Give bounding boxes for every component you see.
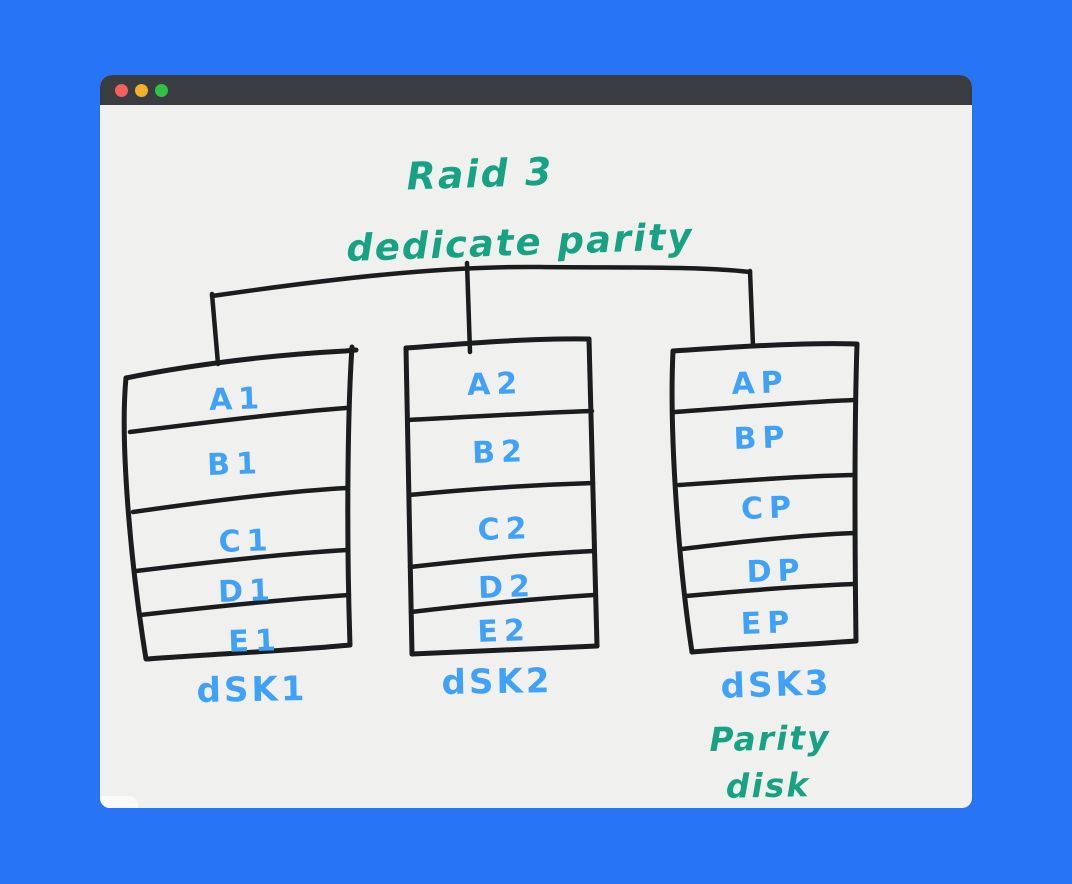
connector-drop-disk3 bbox=[747, 268, 756, 349]
window-corner-highlight bbox=[100, 796, 138, 808]
disk3-block-bp: BP bbox=[733, 420, 791, 457]
disk3-block-ap: AP bbox=[731, 365, 789, 402]
disk3-right-edge bbox=[852, 341, 860, 644]
disk1-row-divider bbox=[133, 547, 351, 574]
disk2-row-divider bbox=[407, 548, 597, 570]
disk1-top-edge bbox=[123, 347, 359, 381]
connector-horizontal-line bbox=[209, 264, 753, 299]
disk1-row-divider bbox=[137, 592, 352, 618]
disk3-block-cp: CP bbox=[740, 490, 797, 527]
disk3-left-edge bbox=[669, 348, 695, 655]
connector-drop-disk1 bbox=[209, 291, 221, 367]
disk2-block-d: D2 bbox=[478, 569, 537, 606]
disk3-sublabel-parity: Parity bbox=[709, 718, 831, 759]
disk1-block-e: E1 bbox=[228, 623, 283, 660]
connector-drop-disk2 bbox=[464, 260, 473, 355]
disk1-block-c: C1 bbox=[218, 523, 274, 560]
app-window: Raid 3 dedicate parity bbox=[100, 75, 972, 808]
disk2-block-b: B2 bbox=[472, 434, 529, 471]
disk3-top-edge bbox=[670, 341, 860, 354]
disk1-stack: A1 B1 C1 D1 E1 dSK1 bbox=[121, 344, 359, 711]
disk2-right-edge bbox=[586, 336, 600, 649]
disk3-sublabel-disk: disk bbox=[725, 765, 810, 805]
disk2-block-c: C2 bbox=[477, 511, 533, 548]
raid3-diagram: Raid 3 dedicate parity bbox=[121, 149, 860, 806]
disk2-top-edge bbox=[403, 336, 592, 351]
disk1-block-b: B1 bbox=[207, 446, 264, 483]
disk3-row-divider bbox=[683, 581, 858, 599]
disk2-block-a: A2 bbox=[466, 366, 523, 403]
disk2-left-edge bbox=[403, 345, 415, 657]
disk3-bottom-edge bbox=[689, 638, 859, 655]
disk1-bottom-edge bbox=[145, 642, 353, 662]
disk1-row-divider bbox=[127, 405, 349, 435]
disk2-label: dSK2 bbox=[441, 661, 553, 703]
disk1-left-edge bbox=[121, 375, 149, 662]
connector-lines bbox=[209, 260, 756, 367]
disk2-stack: A2 B2 C2 D2 E2 dSK2 bbox=[403, 336, 600, 703]
zoom-button[interactable] bbox=[155, 83, 168, 97]
disk2-block-e: E2 bbox=[477, 613, 532, 650]
minimize-button[interactable] bbox=[135, 83, 148, 97]
disk3-block-dp: DP bbox=[746, 553, 806, 590]
disk3-row-divider bbox=[679, 530, 858, 552]
disk3-row-divider bbox=[676, 472, 858, 488]
traffic-lights bbox=[115, 83, 168, 97]
disk2-row-divider bbox=[405, 408, 595, 423]
disk1-block-d: D1 bbox=[218, 573, 277, 610]
disk3-stack: AP BP CP DP EP dSK3 Parity disk bbox=[669, 341, 860, 806]
disk3-row-divider bbox=[672, 397, 858, 415]
window-titlebar[interactable] bbox=[100, 75, 972, 105]
close-button[interactable] bbox=[115, 83, 128, 97]
disk1-row-divider bbox=[130, 485, 350, 515]
disk3-block-ep: EP bbox=[740, 605, 796, 642]
disk2-row-divider bbox=[408, 592, 597, 615]
disk2-bottom-edge bbox=[409, 643, 600, 657]
disk2-row-divider bbox=[406, 480, 596, 498]
disk3-label: dSK3 bbox=[720, 663, 832, 707]
disk1-label: dSK1 bbox=[196, 669, 308, 711]
disk1-right-edge bbox=[345, 344, 355, 648]
diagram-title: Raid 3 bbox=[406, 149, 554, 198]
drawing-canvas[interactable]: Raid 3 dedicate parity bbox=[100, 105, 972, 808]
diagram-subtitle: dedicate parity bbox=[346, 215, 695, 270]
disk1-block-a: A1 bbox=[208, 381, 265, 418]
